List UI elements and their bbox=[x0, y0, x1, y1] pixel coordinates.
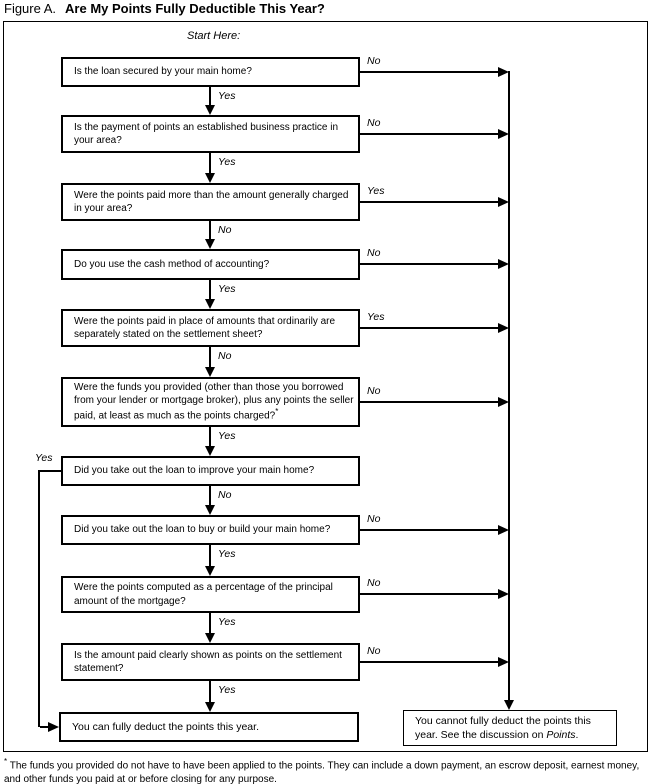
connector-line bbox=[209, 347, 211, 368]
connector-line bbox=[38, 470, 61, 472]
branch-label-yes: Yes bbox=[367, 185, 385, 197]
result-text: You can fully deduct the points this yea… bbox=[72, 720, 259, 733]
connector-line bbox=[360, 593, 499, 595]
arrowhead-right bbox=[498, 259, 509, 269]
branch-label-no: No bbox=[218, 224, 232, 236]
branch-label-yes: Yes bbox=[367, 311, 385, 323]
branch-label-yes: Yes bbox=[218, 684, 236, 696]
result-text: You cannot fully deduct the points this … bbox=[415, 714, 591, 741]
branch-label-yes: Yes bbox=[218, 156, 236, 168]
arrowhead-right bbox=[498, 197, 509, 207]
connector-line bbox=[360, 263, 499, 265]
branch-label-no: No bbox=[367, 645, 381, 657]
arrowhead-right bbox=[498, 323, 509, 333]
arrowhead-down bbox=[205, 105, 215, 115]
branch-label-no: No bbox=[367, 385, 381, 397]
connector-line bbox=[209, 221, 211, 240]
branch-label-no: No bbox=[218, 489, 232, 501]
points-term: Points bbox=[546, 729, 576, 741]
branch-label-no: No bbox=[367, 55, 381, 67]
question-funds-provided: Were the funds you provided (other than … bbox=[61, 377, 360, 427]
connector-line bbox=[209, 486, 211, 506]
connector-line bbox=[38, 470, 40, 727]
question-points-more-than-charged: Were the points paid more than the amoun… bbox=[61, 183, 360, 221]
arrowhead-down bbox=[205, 566, 215, 576]
connector-line bbox=[360, 201, 499, 203]
connector-line bbox=[209, 280, 211, 300]
page-title: Figure A. Are My Points Fully Deductible … bbox=[4, 1, 325, 16]
connector-line bbox=[360, 529, 499, 531]
arrowhead-right bbox=[498, 657, 509, 667]
connector-line bbox=[209, 153, 211, 174]
question-text: Were the points computed as a percentage… bbox=[74, 582, 333, 607]
result-not-deductible: You cannot fully deduct the points this … bbox=[403, 710, 617, 746]
question-loan-buy-build-home: Did you take out the loan to buy or buil… bbox=[61, 515, 360, 545]
connector-line bbox=[209, 545, 211, 567]
branch-label-no: No bbox=[367, 577, 381, 589]
arrowhead-right bbox=[498, 67, 509, 77]
connector-line bbox=[209, 87, 211, 106]
branch-label-no: No bbox=[367, 513, 381, 525]
arrowhead-down bbox=[205, 446, 215, 456]
branch-label-no: No bbox=[367, 247, 381, 259]
footnote: * The funds you provided do not have to … bbox=[4, 757, 648, 784]
arrowhead-down bbox=[205, 505, 215, 515]
question-text: Were the funds you provided (other than … bbox=[74, 382, 354, 422]
figure-title: Are My Points Fully Deductible This Year… bbox=[65, 1, 325, 16]
connector-line bbox=[360, 71, 499, 73]
branch-label-no: No bbox=[367, 117, 381, 129]
arrowhead-right bbox=[48, 722, 59, 732]
arrowhead-right bbox=[498, 397, 509, 407]
collector-line bbox=[508, 71, 510, 701]
question-points-shown-on-statement: Is the amount paid clearly shown as poin… bbox=[61, 643, 360, 681]
branch-label-yes: Yes bbox=[218, 90, 236, 102]
arrowhead-down bbox=[205, 299, 215, 309]
arrowhead-right bbox=[498, 129, 509, 139]
connector-line bbox=[360, 661, 499, 663]
connector-line bbox=[209, 427, 211, 447]
connector-line bbox=[40, 726, 50, 728]
connector-line bbox=[360, 133, 499, 135]
question-points-percentage-principal: Were the points computed as a percentage… bbox=[61, 576, 360, 613]
question-text: Did you take out the loan to buy or buil… bbox=[74, 524, 331, 536]
question-points-business-practice: Is the payment of points an established … bbox=[61, 115, 360, 153]
connector-line bbox=[209, 613, 211, 634]
question-cash-method: Do you use the cash method of accounting… bbox=[61, 249, 360, 280]
result-fully-deductible: You can fully deduct the points this yea… bbox=[59, 712, 359, 742]
footnote-marker: * bbox=[4, 757, 8, 766]
arrowhead-right bbox=[498, 589, 509, 599]
question-text: Did you take out the loan to improve you… bbox=[74, 465, 315, 477]
arrowhead-down bbox=[205, 239, 215, 249]
footnote-text: The funds you provided do not have to ha… bbox=[4, 760, 640, 784]
arrowhead-down bbox=[205, 633, 215, 643]
branch-label-yes: Yes bbox=[218, 430, 236, 442]
flowchart-border bbox=[3, 21, 648, 752]
branch-label-yes: Yes bbox=[35, 452, 53, 464]
arrowhead-down bbox=[205, 367, 215, 377]
arrowhead-down bbox=[205, 702, 215, 712]
question-text: Do you use the cash method of accounting… bbox=[74, 258, 270, 270]
question-text: Were the points paid in place of amounts… bbox=[74, 315, 336, 340]
arrowhead-down bbox=[504, 700, 514, 710]
question-text: Is the loan secured by your main home? bbox=[74, 66, 252, 78]
branch-label-yes: Yes bbox=[218, 283, 236, 295]
arrowhead-down bbox=[205, 173, 215, 183]
footnote-marker: * bbox=[275, 407, 279, 417]
question-loan-improve-home: Did you take out the loan to improve you… bbox=[61, 456, 360, 486]
connector-line bbox=[209, 681, 211, 703]
branch-label-yes: Yes bbox=[218, 548, 236, 560]
arrowhead-right bbox=[498, 525, 509, 535]
connector-line bbox=[360, 401, 499, 403]
connector-line bbox=[360, 327, 499, 329]
start-here-label: Start Here: bbox=[187, 30, 241, 42]
figure-label: Figure A. bbox=[4, 1, 57, 16]
question-loan-secured: Is the loan secured by your main home? bbox=[61, 57, 360, 87]
question-text: Is the amount paid clearly shown as poin… bbox=[74, 649, 342, 674]
branch-label-no: No bbox=[218, 350, 232, 362]
branch-label-yes: Yes bbox=[218, 616, 236, 628]
question-text: Is the payment of points an established … bbox=[74, 121, 339, 146]
question-points-in-place-of-amounts: Were the points paid in place of amounts… bbox=[61, 309, 360, 347]
question-text: Were the points paid more than the amoun… bbox=[74, 189, 349, 214]
